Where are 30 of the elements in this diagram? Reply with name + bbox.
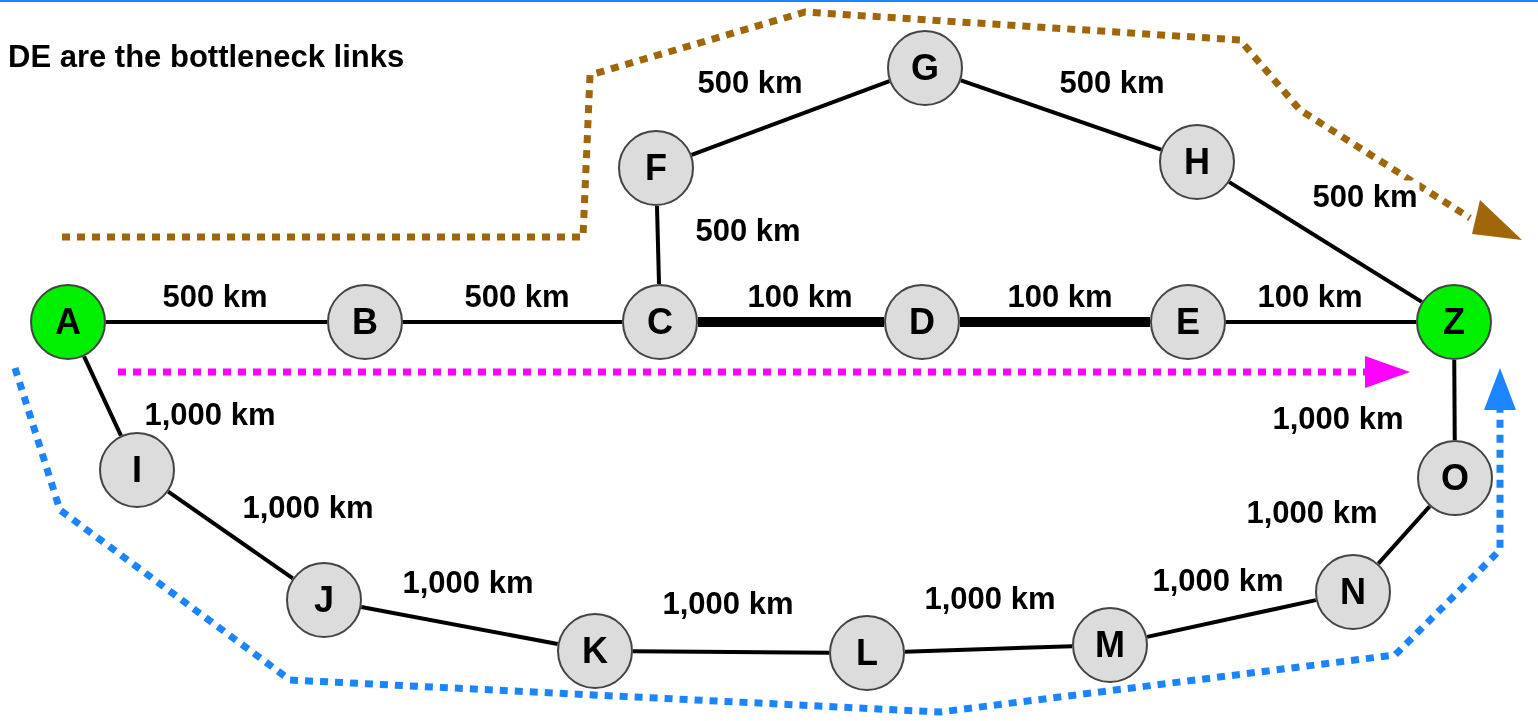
- router-node: L: [829, 615, 905, 691]
- link-line: [403, 320, 622, 324]
- router-node: C: [622, 284, 698, 360]
- link-line: [633, 649, 829, 655]
- endpoint-node: Z: [1416, 284, 1492, 360]
- router-node: N: [1315, 554, 1391, 630]
- router-node: F: [618, 130, 694, 206]
- router-node: M: [1072, 607, 1148, 683]
- router-node: J: [286, 562, 362, 638]
- diagram-title: DE are the bottleneck links: [8, 38, 405, 76]
- link-line: [904, 644, 1073, 654]
- router-node: D: [884, 284, 960, 360]
- router-node: K: [557, 613, 633, 689]
- endpoint-node: A: [30, 284, 106, 360]
- link-line: [1452, 360, 1457, 440]
- router-node: O: [1417, 440, 1493, 516]
- link-line: [82, 355, 123, 437]
- router-node: B: [327, 284, 403, 360]
- link-line: [655, 205, 661, 285]
- bottleneck-link: [960, 317, 1150, 327]
- bottleneck-link: [698, 317, 884, 327]
- router-node: E: [1150, 284, 1226, 360]
- router-node: G: [887, 30, 963, 106]
- link-line: [106, 320, 327, 324]
- router-node: H: [1159, 124, 1235, 200]
- link-line: [1376, 505, 1432, 565]
- link-line: [1226, 320, 1416, 324]
- link-line: [1228, 180, 1423, 304]
- link-line: [167, 490, 294, 580]
- router-node: I: [99, 432, 175, 508]
